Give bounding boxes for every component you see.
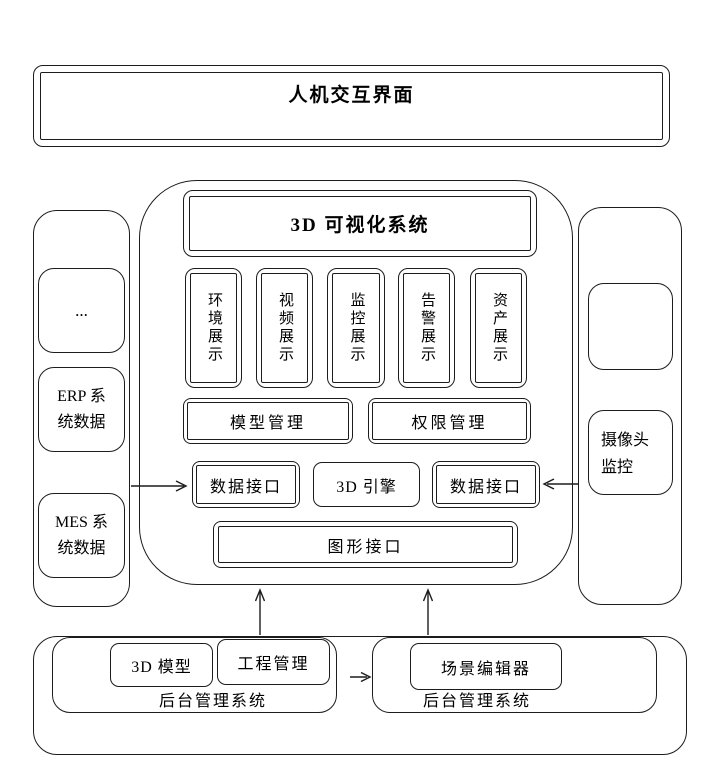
erp-label-line2: 统数据 bbox=[57, 413, 106, 431]
backend-left-title: 后台管理系统 bbox=[158, 693, 267, 710]
display-box-alarm: 告警展示 bbox=[398, 268, 455, 388]
mes-data-box: MES 系 统数据 bbox=[38, 493, 125, 578]
model-3d-label: 3D 模型 bbox=[131, 659, 192, 676]
mes-label-line2: 统数据 bbox=[57, 539, 106, 557]
hmi-box: 人机交互界面 bbox=[33, 65, 670, 147]
display-label-asset: 资产展示 bbox=[491, 292, 507, 364]
model-management-label: 模型管理 bbox=[229, 415, 306, 432]
data-interface-right-label: 数据接口 bbox=[449, 478, 522, 496]
camera-empty-box bbox=[588, 283, 673, 370]
erp-data-box: ERP 系 统数据 bbox=[38, 367, 125, 452]
model-3d-box: 3D 模型 bbox=[110, 643, 213, 687]
data-interface-left-label: 数据接口 bbox=[209, 478, 282, 496]
project-management-label: 工程管理 bbox=[237, 656, 310, 673]
display-box-asset: 资产展示 bbox=[470, 268, 527, 388]
graphics-interface-label: 图形接口 bbox=[327, 538, 404, 556]
backend-right-title: 后台管理系统 bbox=[422, 693, 531, 710]
camera-label-line2: 监控 bbox=[601, 459, 634, 477]
camera-label-line1: 摄像头 bbox=[601, 432, 650, 449]
display-label-alarm: 告警展示 bbox=[419, 292, 435, 364]
other-data-box: ... bbox=[38, 268, 125, 353]
arrow-backend-right-up bbox=[422, 588, 434, 635]
erp-label-line1: ERP 系 bbox=[57, 387, 106, 405]
display-label-video: 视频展示 bbox=[277, 292, 293, 364]
viz-title-box: 3D 可视化系统 bbox=[183, 190, 537, 257]
right-camera-panel bbox=[578, 207, 682, 605]
display-box-video: 视频展示 bbox=[256, 268, 313, 388]
scene-editor-box: 场景编辑器 bbox=[410, 643, 562, 690]
graphics-interface-box: 图形接口 bbox=[213, 521, 518, 568]
display-box-monitoring: 监控展示 bbox=[327, 268, 385, 388]
engine-box: 3D 引擎 bbox=[313, 462, 420, 507]
display-label-environment: 环境展示 bbox=[206, 292, 222, 364]
permission-management-label: 权限管理 bbox=[411, 415, 488, 432]
scene-editor-label: 场景编辑器 bbox=[440, 660, 531, 678]
viz-title: 3D 可视化系统 bbox=[290, 215, 430, 236]
display-label-monitoring: 监控展示 bbox=[348, 292, 365, 364]
data-interface-left-box: 数据接口 bbox=[192, 461, 300, 508]
data-interface-right-box: 数据接口 bbox=[432, 461, 540, 508]
hmi-title: 人机交互界面 bbox=[288, 85, 415, 106]
other-data-label: ... bbox=[75, 300, 88, 320]
mes-label-line1: MES 系 bbox=[55, 513, 108, 531]
engine-label: 3D 引擎 bbox=[336, 478, 397, 496]
display-box-environment: 环境展示 bbox=[185, 268, 242, 388]
model-management-box: 模型管理 bbox=[183, 398, 353, 444]
permission-management-box: 权限管理 bbox=[368, 398, 531, 444]
project-management-box: 工程管理 bbox=[217, 639, 330, 685]
camera-monitor-box: 摄像头 监控 bbox=[588, 410, 673, 495]
arrow-backend-left-up bbox=[254, 588, 266, 635]
